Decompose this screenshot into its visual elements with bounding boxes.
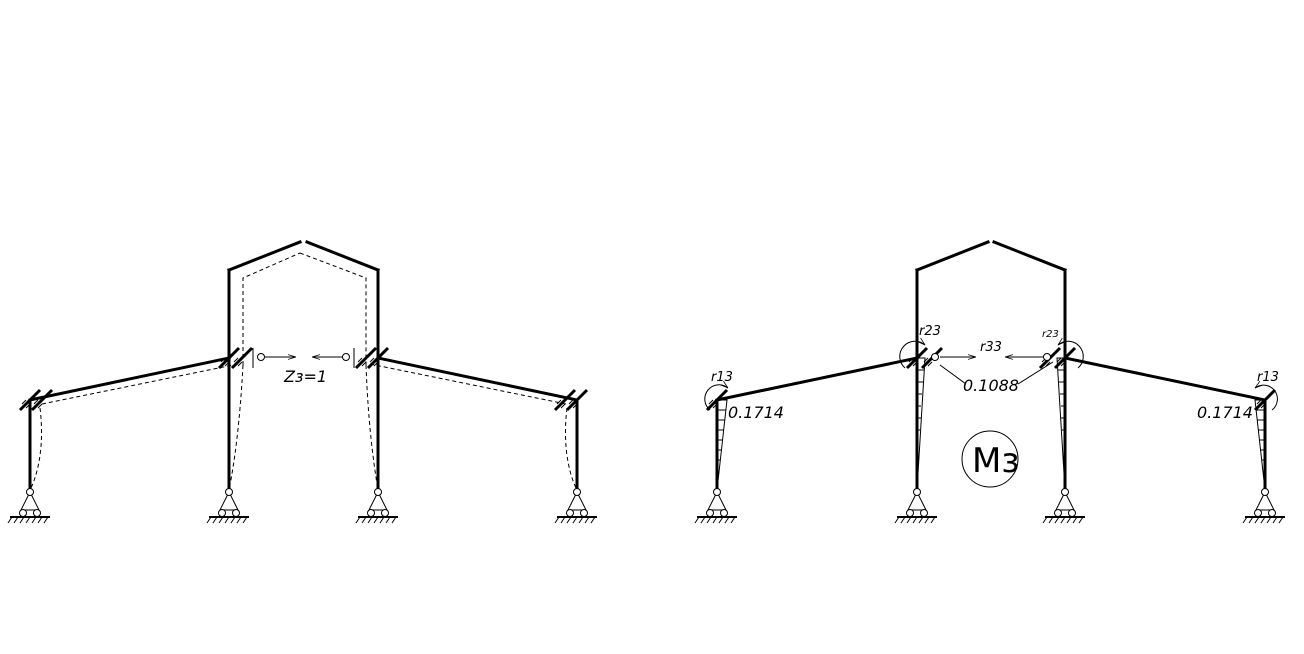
left-side-beam (715, 356, 919, 402)
leader-line (1017, 361, 1054, 385)
deformed-right-inner-column (365, 364, 379, 491)
diagram-label-circle (961, 430, 1019, 488)
diagram-label: Mз (972, 441, 1019, 481)
pin-support-icon (7, 487, 51, 524)
right-side-beam (1063, 356, 1267, 402)
reaction-label: r13 (711, 370, 733, 385)
leader-line (939, 364, 967, 385)
pin-support-icon (355, 487, 399, 524)
moment-value: 0.1714 (1197, 403, 1253, 422)
reaction-label: r13 (1257, 370, 1279, 385)
reaction-moment-arc-icon (704, 385, 728, 411)
reaction-moment-arc-icon (899, 341, 925, 369)
moment-diagram-right-outer (1254, 399, 1266, 491)
hinge-icon (1043, 353, 1051, 361)
deformed-roof-right (299, 252, 367, 365)
moment-diagram-left-outer (716, 399, 728, 491)
roof-left (227, 240, 302, 272)
right-frame: r13 r23 r33 r23 r13 0.1714 0.1088 0.1714… (694, 240, 1286, 524)
reaction-label: r33 (980, 340, 1002, 355)
hinge-icon (342, 353, 350, 361)
reaction-label: r23 (919, 324, 941, 339)
pin-support-icon (1242, 487, 1286, 524)
deformed-roof-left (242, 252, 301, 365)
left-side-beam (28, 356, 231, 402)
hinge-icon (257, 353, 265, 361)
pin-support-icon (206, 487, 250, 524)
left-frame: Zз=1 (7, 240, 598, 524)
pin-support-icon (1042, 487, 1086, 524)
pin-support-icon (554, 487, 598, 524)
displacement-label: Zз=1 (283, 367, 327, 386)
reaction-moment-arc-icon (1058, 341, 1084, 369)
moment-value: 0.1714 (728, 403, 784, 422)
deformed-right-beam (369, 363, 567, 405)
deformed-right-outer-column (565, 407, 578, 491)
reaction-label: r23 (1042, 329, 1059, 340)
deformed-left-inner-column (228, 364, 244, 491)
roof-right (305, 240, 380, 272)
deformed-left-beam (41, 363, 239, 405)
pin-support-icon (694, 487, 738, 524)
right-side-beam (376, 356, 579, 402)
pin-support-icon (894, 487, 938, 524)
deformed-left-outer-column (29, 407, 42, 491)
roof-left (915, 240, 990, 272)
moment-diagram-left-inner (916, 357, 926, 491)
hinge-icon (931, 353, 939, 361)
reaction-moment-arc-icon (1255, 385, 1278, 411)
moment-value: 0.1088 (963, 376, 1019, 395)
roof-right (992, 240, 1067, 272)
